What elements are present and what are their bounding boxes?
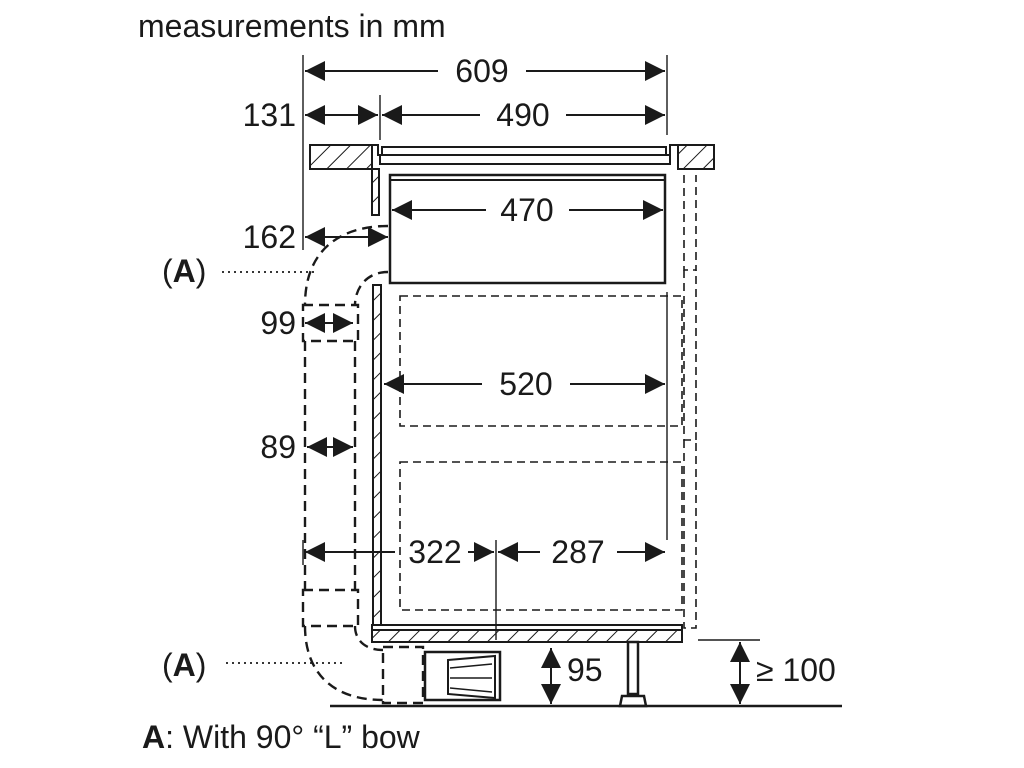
hob-body <box>388 173 667 285</box>
dim-label-490: 490 <box>496 97 549 133</box>
dim-label-520: 520 <box>499 366 552 402</box>
duct-outlet-box <box>381 645 425 705</box>
cabinet-leg <box>626 640 640 696</box>
duct-bend-lower-inner <box>353 625 384 652</box>
drawer-lower <box>399 461 683 611</box>
hob-lip <box>379 154 671 165</box>
dim-label-99: 99 <box>260 305 296 341</box>
callout-a-lower-letter: A <box>173 647 196 683</box>
callout-a-lower: (A) <box>162 647 206 683</box>
dim-label-609: 609 <box>455 53 508 89</box>
leg-foot <box>618 694 648 708</box>
cabinet-floor-edge <box>371 624 683 631</box>
cabinet-floor <box>371 629 683 643</box>
footnote-key: A <box>142 719 165 755</box>
cabinet-side-lower <box>683 440 697 629</box>
footnote: A: With 90° “L” bow <box>142 719 421 755</box>
duct-bend-upper-outer <box>303 224 389 306</box>
grille-line-1 <box>449 663 493 669</box>
dim-label-131: 131 <box>243 97 296 133</box>
worktop-left <box>309 144 373 170</box>
footnote-text: : With 90° “L” bow <box>165 719 421 755</box>
drawer-upper <box>399 295 683 427</box>
dim-label-470: 470 <box>500 192 553 228</box>
dim-label-162: 162 <box>243 219 296 255</box>
cabinet-side-mid <box>683 270 697 441</box>
duct-connector-upper <box>301 303 360 343</box>
worktop-right <box>677 144 715 170</box>
support-post <box>371 168 380 216</box>
grille-line-3 <box>449 687 493 693</box>
dim-label-287: 287 <box>551 534 604 570</box>
dim-label-322: 322 <box>408 534 461 570</box>
back-panel <box>372 284 382 631</box>
callout-a-upper: (A) <box>162 253 206 289</box>
hob-glass <box>381 146 667 156</box>
cabinet-side-upper <box>683 175 697 271</box>
diagram-title: measurements in mm <box>138 8 446 44</box>
callout-a-upper-letter: A <box>173 253 196 289</box>
dim-label-89: 89 <box>260 429 296 465</box>
duct-bend-upper-inner <box>353 270 389 306</box>
dim-label-100: ≥ 100 <box>756 652 836 688</box>
duct-connector-lower <box>301 588 360 628</box>
dim-label-95: 95 <box>567 652 603 688</box>
